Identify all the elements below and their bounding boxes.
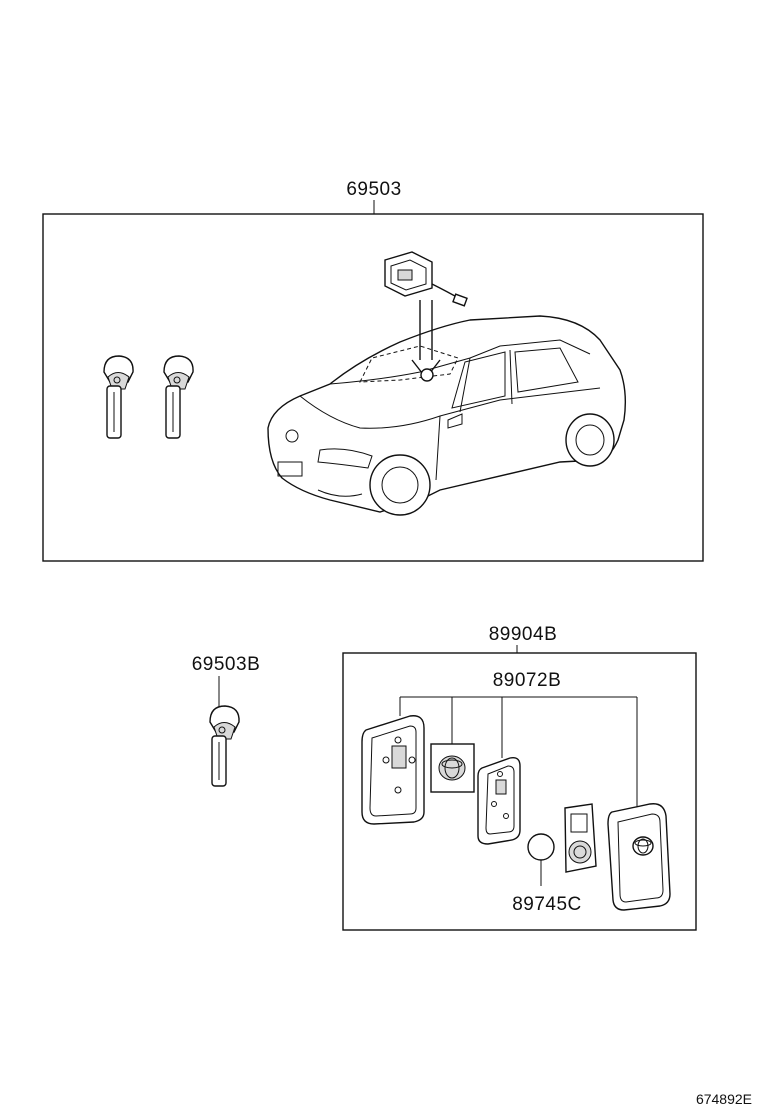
lock-unit-illustration: [384, 251, 468, 380]
key-illustration-single: [209, 705, 240, 787]
battery-holder-illustration: [564, 803, 597, 873]
key-illustration-right: [163, 355, 194, 439]
remote-box-89904B: [342, 652, 697, 931]
part-label-89745C[interactable]: 89745C: [512, 894, 582, 915]
drawing-number: 674892E: [696, 1091, 752, 1107]
remote-case-back-illustration: [361, 715, 425, 825]
key-illustration-left: [103, 355, 134, 439]
kit-box-69503: [42, 213, 704, 562]
emblem-illustration: [430, 743, 475, 793]
part-label-69503[interactable]: 69503: [346, 179, 401, 200]
part-label-89072B[interactable]: 89072B: [493, 670, 562, 691]
remote-cover-illustration: [607, 803, 671, 911]
battery-illustration: [527, 833, 555, 886]
part-label-69503B[interactable]: 69503B: [192, 654, 261, 675]
part-label-89904B[interactable]: 89904B: [489, 624, 558, 645]
leader-tree-89072B: [399, 696, 638, 808]
car-illustration: [267, 315, 627, 516]
circuit-board-illustration: [477, 756, 521, 845]
